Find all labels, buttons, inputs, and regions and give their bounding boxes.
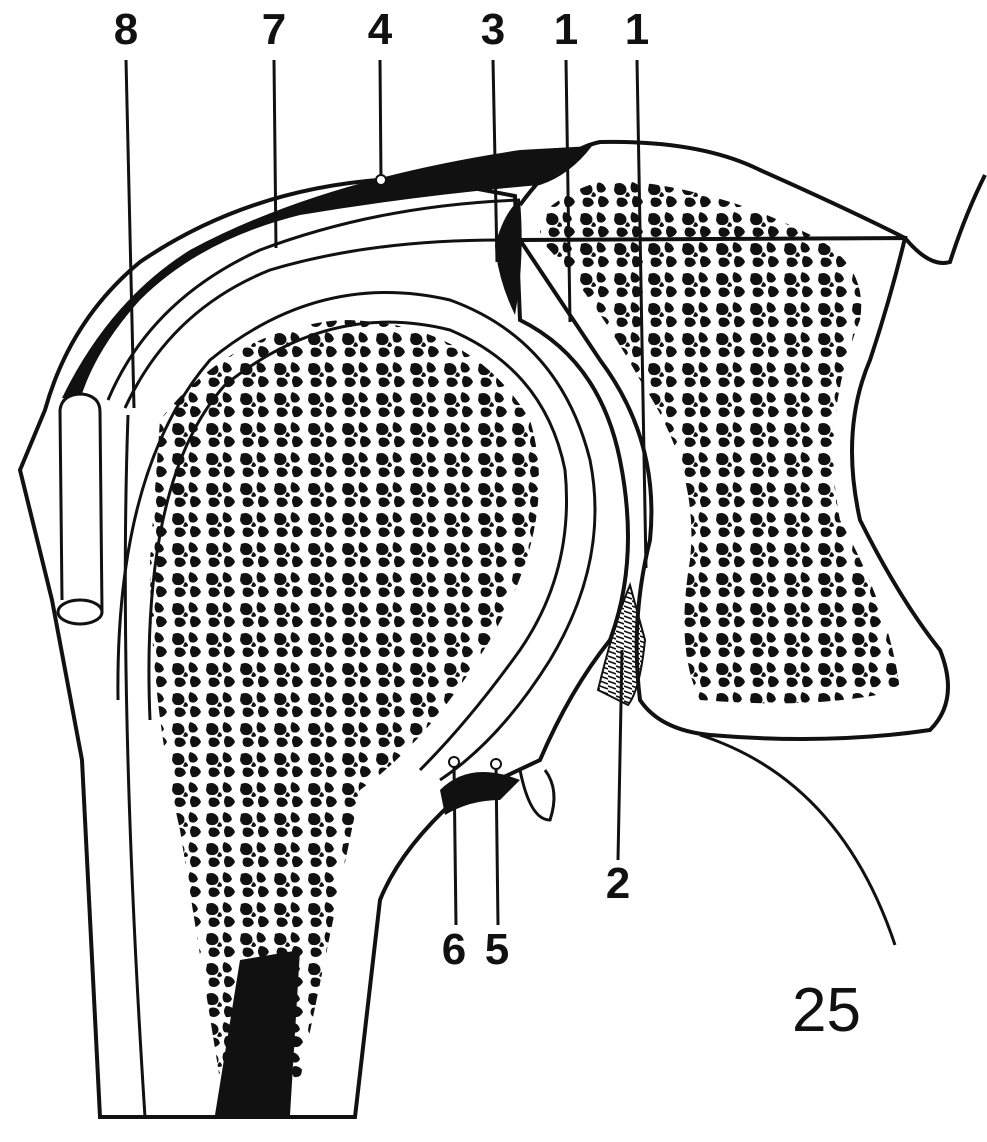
biceps-tendon	[60, 394, 102, 612]
figure-number: 25	[792, 980, 861, 1042]
biceps-tendon-end	[58, 600, 102, 624]
leader-dot-5	[491, 759, 501, 769]
callout-label-1a: 1	[554, 8, 578, 52]
axillary-fold	[520, 770, 554, 820]
leader-4	[380, 60, 381, 180]
callout-label-2: 2	[606, 862, 630, 906]
callout-label-8: 8	[114, 8, 138, 52]
leader-5	[496, 765, 498, 925]
callout-label-5: 5	[485, 928, 509, 972]
leader-dot-4	[376, 175, 386, 185]
callout-label-4: 4	[368, 8, 392, 52]
callout-label-1b: 1	[625, 8, 649, 52]
leader-6	[454, 765, 456, 925]
leader-dot-6	[449, 757, 459, 767]
callout-label-7: 7	[262, 8, 286, 52]
thoracic-outline	[700, 735, 895, 945]
callout-label-3: 3	[481, 8, 505, 52]
callout-label-6: 6	[442, 928, 466, 972]
leader-7	[274, 60, 276, 248]
